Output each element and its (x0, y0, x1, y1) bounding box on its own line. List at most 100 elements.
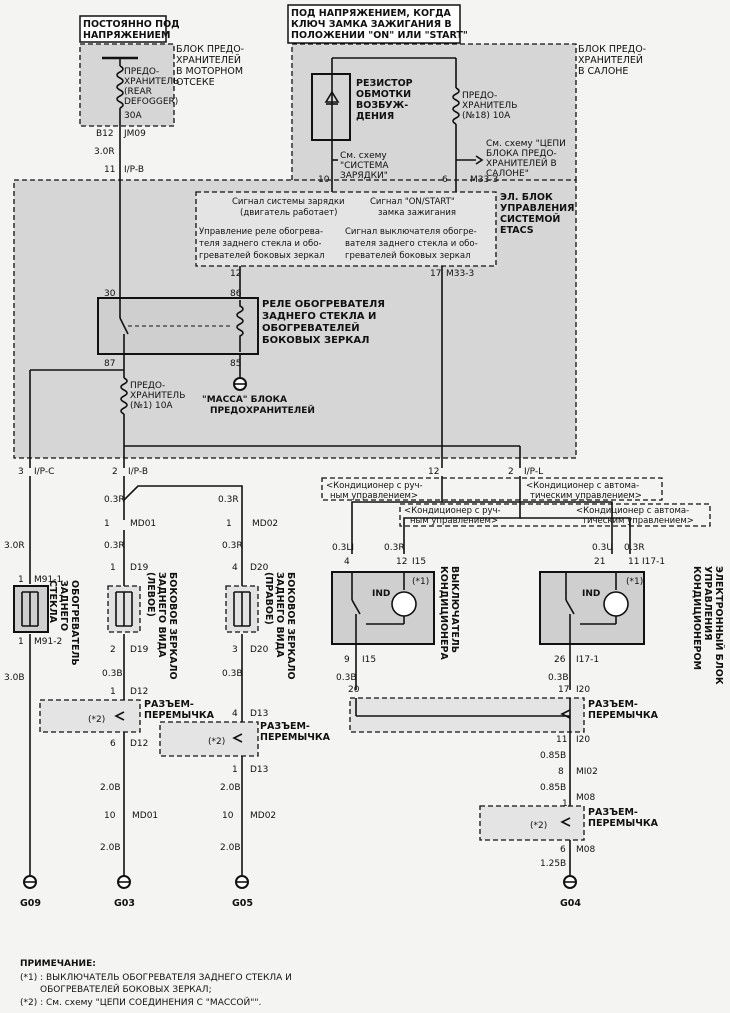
svg-text:РАЗЪЕМ-: РАЗЪЕМ- (260, 721, 310, 732)
d13-label: D13 (250, 709, 268, 719)
jumper-ac (349, 697, 585, 733)
star2-a: (*2) (88, 715, 105, 725)
svg-text:ПОСТОЯННО ПОД: ПОСТОЯННО ПОД (83, 19, 180, 30)
ac-variant-box-1 (321, 477, 663, 501)
pin-2: 2 (112, 467, 118, 477)
wire-0.3r-a: 0.3R (104, 495, 125, 505)
svg-text:вателя заднего стекла и обо-: вателя заднего стекла и обо- (345, 239, 478, 249)
svg-text:ХРАНИТЕЛЬ: ХРАНИТЕЛЬ (462, 101, 517, 111)
etacs-label: ЭЛ. БЛОК УПРАВЛЕНИЯ СИСТЕМОЙ ETACS (500, 192, 574, 236)
svg-text:ПЕРЕМЫЧКА: ПЕРЕМЫЧКА (588, 818, 659, 829)
wire-0.3r-e: 0.3R (384, 543, 405, 553)
fuse-rear-defogger-label: ПРЕДО- ХРАНИТЕЛЬ (REAR DEFOGGER) 30A (124, 67, 179, 121)
svg-text:ХРАНИТЕЛЬ: ХРАНИТЕЛЬ (130, 391, 185, 401)
svg-text:ПЕРЕМЫЧКА: ПЕРЕМЫЧКА (260, 732, 331, 743)
auto-ac-2: <Кондиционер с автома- (576, 506, 689, 516)
i17-1b-label: I17-1 (576, 655, 599, 665)
svg-text:РАЗЪЕМ-: РАЗЪЕМ- (144, 699, 194, 710)
svg-text:Сигнал выключателя обогре-: Сигнал выключателя обогре- (345, 227, 477, 237)
pin-20: 20 (348, 685, 360, 695)
etacs-signal-onstart: Сигнал "ON/START" замка зажигания (370, 197, 456, 218)
etacs-signal-switch: Сигнал выключателя обогре- вателя заднег… (345, 227, 478, 261)
rear-heater-label: ОБОГРЕВАТЕЛЬ ЗАДНЕГО СТЕКЛА (47, 580, 80, 666)
pin-1g: 1 (232, 765, 238, 775)
svg-text:Управление реле обогрева-: Управление реле обогрева- (199, 227, 323, 237)
pin-2b: 2 (508, 467, 514, 477)
svg-text:КЛЮЧ ЗАМКА ЗАЖИГАНИЯ В: КЛЮЧ ЗАМКА ЗАЖИГАНИЯ В (291, 19, 452, 30)
field-resistor (311, 73, 351, 141)
manual-ac-1b: ным управлением> (330, 491, 418, 501)
m91-1-label: M91-1 (34, 575, 62, 585)
ground-g09-icon (23, 875, 37, 889)
ipl-label: I/P-L (524, 467, 543, 477)
svg-text:ПРЕДО-: ПРЕДО- (124, 67, 159, 77)
wire-3.0r-top: 3.0R (94, 147, 115, 157)
svg-text:ОБОГРЕВАТЕЛЬ: ОБОГРЕВАТЕЛЬ (69, 580, 80, 666)
pin-4c: 4 (344, 557, 350, 567)
pin-21: 21 (594, 557, 605, 567)
svg-text:ПРЕДО-: ПРЕДО- (462, 91, 497, 101)
d19-label: D19 (130, 563, 149, 573)
etacs-signal-relay: Управление реле обогрева- теля заднего с… (199, 227, 325, 261)
svg-text:БЛОК ПРЕДО-: БЛОК ПРЕДО- (176, 44, 244, 55)
jumper-mid-label: РАЗЪЕМ- ПЕРЕМЫЧКА (260, 721, 331, 743)
ind-label-1: IND (372, 589, 390, 599)
pin-3: 3 (18, 467, 24, 477)
md01-label: MD01 (130, 519, 156, 529)
auto-ac-1: <Кондиционер с автома- (526, 481, 639, 491)
md02b-label: MD02 (250, 811, 276, 821)
wire-0.3b-c: 0.3B (336, 673, 357, 683)
svg-text:"СИСТЕМА: "СИСТЕМА (340, 161, 389, 171)
rear-window-heater (13, 585, 49, 633)
ignition-hot-label: ПОД НАПРЯЖЕНИЕМ, КОГДА КЛЮЧ ЗАМКА ЗАЖИГА… (291, 8, 468, 41)
m08b-label: M08 (576, 845, 595, 855)
wire-0.3b-a: 0.3B (102, 669, 123, 679)
svg-text:ОБОГРЕВАТЕЛЕЙ БОКОВЫХ ЗЕРКАЛ;: ОБОГРЕВАТЕЛЕЙ БОКОВЫХ ЗЕРКАЛ; (40, 983, 212, 995)
svg-text:ДЕНИЯ: ДЕНИЯ (356, 111, 394, 122)
ac-ecu-label: ЭЛЕКТРОННЫЙ БЛОК УПРАВЛЕНИЯ КОНДИЦИОНЕРО… (691, 566, 725, 685)
star1-b: (*1) (626, 577, 643, 587)
jumper-left-label: РАЗЪЕМ- ПЕРЕМЫЧКА (144, 699, 215, 721)
auto-ac-2b: тическим управлением> (582, 516, 694, 526)
svg-text:См. схему "ЦЕПИ: См. схему "ЦЕПИ (486, 139, 566, 149)
pin-10: 10 (318, 175, 330, 185)
wire-2.0b-b: 2.0B (220, 783, 241, 793)
fuse18-label: ПРЕДО- ХРАНИТЕЛЬ (№18) 10A (462, 91, 517, 121)
wire-3.0r-left: 3.0R (4, 541, 25, 551)
m33-3-b: M33-3 (446, 269, 474, 279)
fuse-rear-defogger-icon (116, 65, 124, 109)
pin-8: 8 (558, 767, 564, 777)
fuse-block-ground-icon (233, 377, 247, 391)
always-hot-label: ПОСТОЯННО ПОД НАПРЯЖЕНИЕМ (83, 19, 180, 41)
wire-2.0b-d: 2.0B (220, 843, 241, 853)
svg-text:теля заднего стекла и обо-: теля заднего стекла и обо- (199, 239, 321, 249)
svg-text:В САЛОНЕ: В САЛОНЕ (578, 66, 628, 77)
ground-g04-icon (563, 875, 577, 889)
svg-text:В МОТОРНОМ: В МОТОРНОМ (176, 66, 243, 77)
svg-text:Сигнал "ON/START": Сигнал "ON/START" (370, 197, 455, 207)
svg-text:ПЕРЕМЫЧКА: ПЕРЕМЫЧКА (588, 710, 659, 721)
pin-1a: 1 (18, 575, 24, 585)
wire-2.0b-c: 2.0B (100, 843, 121, 853)
md02-label: MD02 (252, 519, 278, 529)
pin-11b: 11 (556, 735, 567, 745)
pin-1e: 1 (110, 563, 116, 573)
wire-0.3r-f: 0.3R (624, 543, 645, 553)
wire-3.0b: 3.0B (4, 673, 25, 683)
svg-text:БЛОКА ПРЕДО-: БЛОКА ПРЕДО- (486, 149, 557, 159)
i15b-label: I15 (362, 655, 376, 665)
resistor-label: РЕЗИСТОР ОБМОТКИ ВОЗБУЖ- ДЕНИЯ (356, 78, 413, 122)
d12-label: D12 (130, 687, 148, 697)
svg-text:БОКОВОЕ ЗЕРКАЛО: БОКОВОЕ ЗЕРКАЛО (285, 572, 296, 680)
wire-0.3b-b: 0.3B (222, 669, 243, 679)
pin-85: 85 (230, 359, 241, 369)
star2-b: (*2) (208, 737, 225, 747)
svg-text:См. схему: См. схему (340, 151, 387, 161)
pin-3b: 3 (232, 645, 238, 655)
pin-86: 86 (230, 289, 242, 299)
svg-text:DEFOGGER): DEFOGGER) (124, 97, 178, 107)
fuse18-icon (452, 87, 460, 125)
pin-12c: 12 (396, 557, 407, 567)
g04-label: G04 (560, 898, 581, 909)
